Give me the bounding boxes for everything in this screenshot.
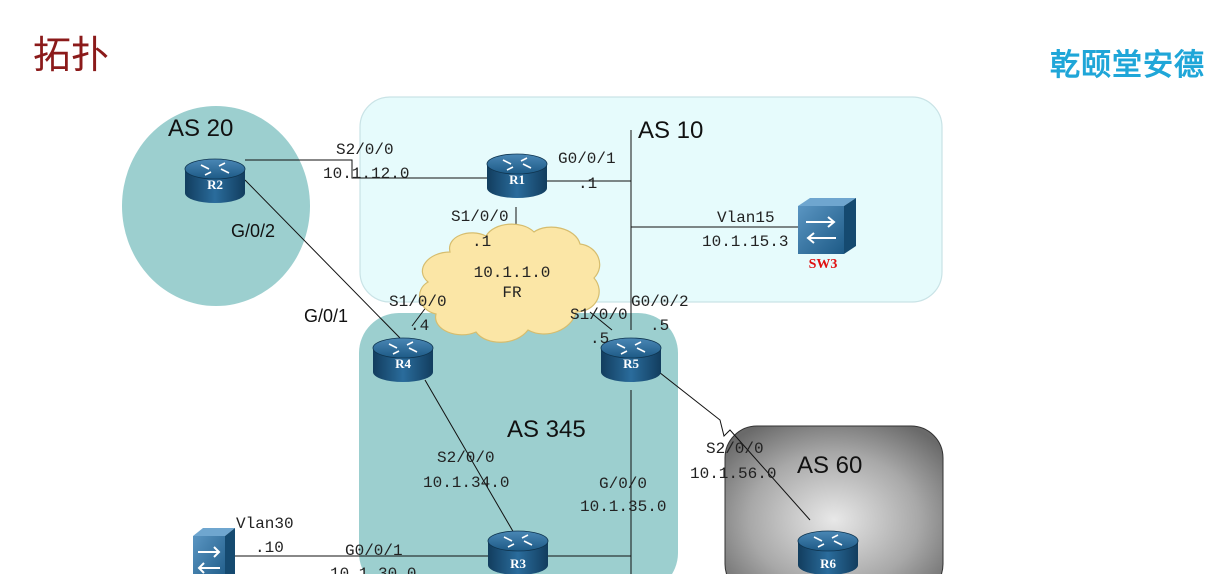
router-r2-icon: R2 [184, 158, 246, 203]
as60-label: AS 60 [797, 452, 862, 479]
net-35-label: 10.1.35.0 [580, 498, 666, 516]
router-r4-label: R4 [395, 356, 411, 371]
vlan15-label: Vlan15 [717, 209, 775, 227]
net-30-label: 10.1.30.0 [330, 565, 416, 574]
router-r5-icon: R5 [600, 337, 662, 382]
r5-g002-label: G0/0/2 [631, 293, 689, 311]
r5-g002-ip: .5 [650, 317, 669, 335]
net-12-label: 10.1.12.0 [323, 165, 409, 183]
r4-s100-ip: .4 [410, 317, 429, 335]
r1-s100-label: S1/0/0 [451, 208, 509, 226]
vlan30-label: Vlan30 [236, 515, 294, 533]
router-r3-icon: R3 [487, 530, 549, 574]
switch-sw3-label: SW3 [809, 257, 838, 272]
link-r2-r4 [244, 179, 401, 339]
switch-vlan30-icon [193, 528, 235, 574]
net-34-label: 10.1.34.0 [423, 474, 509, 492]
r5-s100-ip: .5 [590, 330, 609, 348]
as345-area [359, 313, 678, 574]
link-r4-r3 [424, 379, 519, 541]
r4-s200-label: S2/0/0 [437, 449, 495, 467]
r3-g001-label: G0/0/1 [345, 542, 403, 560]
r5-g00-label: G/0/0 [599, 475, 647, 493]
cloud-type-label: FR [502, 284, 522, 302]
sw3-ip-label: 10.1.15.3 [702, 233, 788, 251]
router-r1-icon: R1 [486, 153, 548, 198]
page-title: 拓扑 [33, 33, 110, 77]
router-r4-icon: R4 [372, 337, 434, 382]
r4-g01-label: G/0/1 [304, 306, 348, 326]
brand-logo-text: 乾颐堂安德 [1050, 48, 1205, 83]
r1-g001-label: G0/0/1 [558, 150, 616, 168]
as10-label: AS 10 [638, 117, 703, 144]
r5-s100-label: S1/0/0 [570, 306, 628, 324]
switch-sw3-icon [798, 198, 856, 254]
router-r6-icon: R6 [797, 530, 859, 574]
r1-g001-ip: .1 [578, 175, 597, 193]
cloud-network-label: 10.1.1.0 [474, 264, 551, 282]
link-r2-r1 [245, 159, 487, 179]
router-r5-label: R5 [623, 356, 639, 371]
router-r3-label: R3 [510, 556, 526, 571]
router-r2-label: R2 [207, 177, 223, 192]
net-56-label: 10.1.56.0 [690, 465, 776, 483]
r4-s100-label: S1/0/0 [389, 293, 447, 311]
r1-s100-ip: .1 [472, 233, 491, 251]
as345-label: AS 345 [507, 416, 586, 443]
r2-g02-label: G/0/2 [231, 221, 275, 241]
router-r6-label: R6 [820, 556, 836, 571]
link-cloud-r5 [589, 311, 613, 331]
links [225, 130, 811, 574]
as20-area [122, 106, 310, 306]
fr-cloud [419, 223, 601, 343]
as60-area [724, 425, 944, 574]
router-r1-label: R1 [509, 172, 525, 187]
r2-s200-label: S2/0/0 [336, 141, 394, 159]
vlan30-ip-label: .10 [255, 539, 284, 557]
link-r5-r6 [649, 364, 811, 521]
r6-s200-label: S2/0/0 [706, 440, 764, 458]
as20-label: AS 20 [168, 115, 233, 142]
